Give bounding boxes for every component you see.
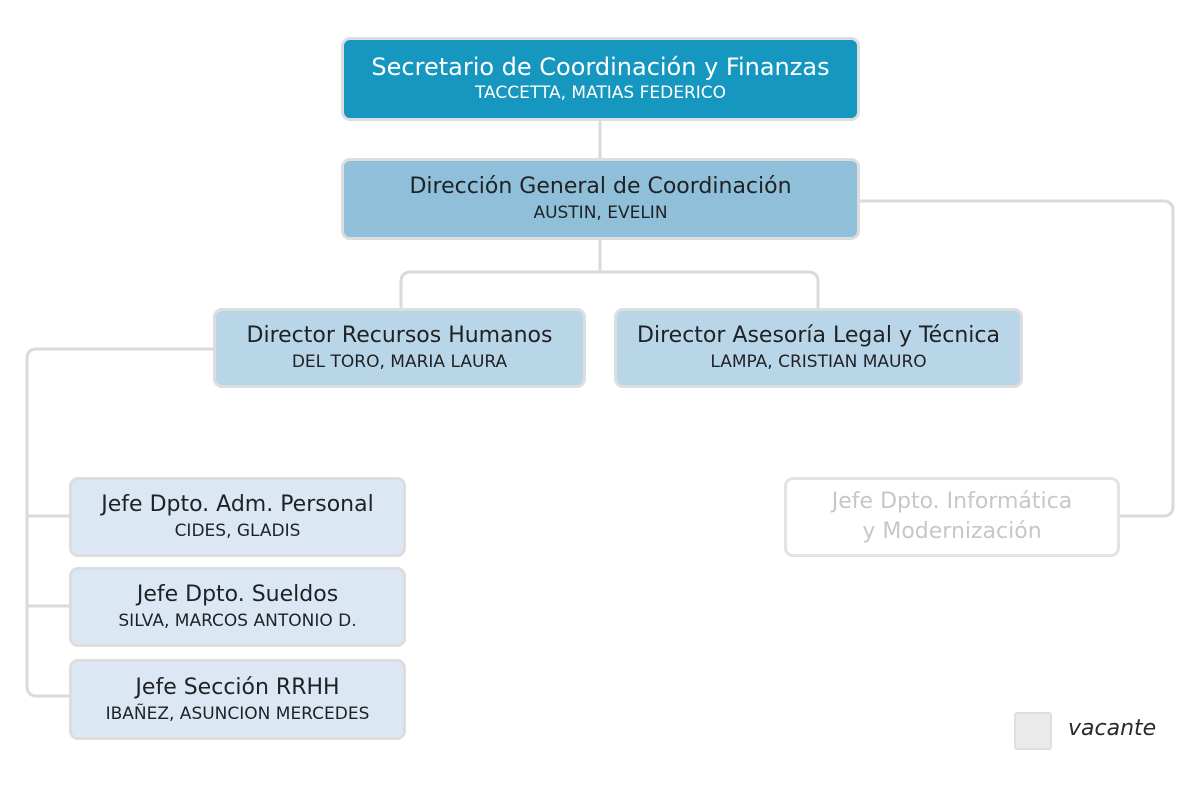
node-title: Dirección General de Coordinación bbox=[409, 174, 792, 199]
node-jefe-dpto-informatica-modernizacion: Jefe Dpto. Informática y Modernización bbox=[784, 477, 1120, 557]
node-person: LAMPA, CRISTIAN MAURO bbox=[710, 352, 927, 372]
node-director-recursos-humanos: Director Recursos Humanos DEL TORO, MARI… bbox=[213, 308, 586, 388]
node-title-line-1: Jefe Dpto. Informática bbox=[831, 489, 1073, 514]
node-jefe-dpto-adm-personal: Jefe Dpto. Adm. Personal CIDES, GLADIS bbox=[69, 477, 406, 557]
node-title: Jefe Sección RRHH bbox=[135, 674, 340, 700]
legend-vacant-swatch bbox=[1014, 712, 1052, 750]
legend-vacant-label: vacante bbox=[1068, 716, 1157, 741]
node-secretario-coordinacion-finanzas: Secretario de Coordinación y Finanzas TA… bbox=[341, 37, 860, 121]
node-person: CIDES, GLADIS bbox=[174, 521, 301, 541]
node-title: Jefe Dpto. Adm. Personal bbox=[101, 492, 374, 517]
node-person: TACCETTA, MATIAS FEDERICO bbox=[474, 83, 727, 103]
node-jefe-seccion-rrhh: Jefe Sección RRHH IBAÑEZ, ASUNCION MERCE… bbox=[69, 659, 406, 740]
node-direccion-general-coordinacion: Dirección General de Coordinación AUSTIN… bbox=[341, 158, 860, 240]
connector-direccion-to-informatica bbox=[856, 199, 1175, 518]
connector-rrhh-to-jefes bbox=[25, 347, 216, 698]
node-person: AUSTIN, EVELIN bbox=[533, 203, 668, 223]
node-person: IBAÑEZ, ASUNCION MERCEDES bbox=[105, 703, 370, 724]
node-title-line-2: y Modernización bbox=[862, 519, 1042, 544]
node-person: SILVA, MARCOS ANTONIO D. bbox=[118, 611, 357, 631]
node-title: Jefe Dpto. Sueldos bbox=[136, 582, 339, 607]
node-title: Director Recursos Humanos bbox=[246, 323, 553, 348]
node-title: Secretario de Coordinación y Finanzas bbox=[371, 53, 830, 81]
node-person: DEL TORO, MARIA LAURA bbox=[291, 352, 508, 372]
node-title: Director Asesoría Legal y Técnica bbox=[637, 323, 1000, 348]
connector-direccion-to-directores bbox=[399, 236, 820, 310]
node-jefe-dpto-sueldos: Jefe Dpto. Sueldos SILVA, MARCOS ANTONIO… bbox=[69, 567, 406, 647]
node-director-asesoria-legal-tecnica: Director Asesoría Legal y Técnica LAMPA,… bbox=[614, 308, 1023, 388]
